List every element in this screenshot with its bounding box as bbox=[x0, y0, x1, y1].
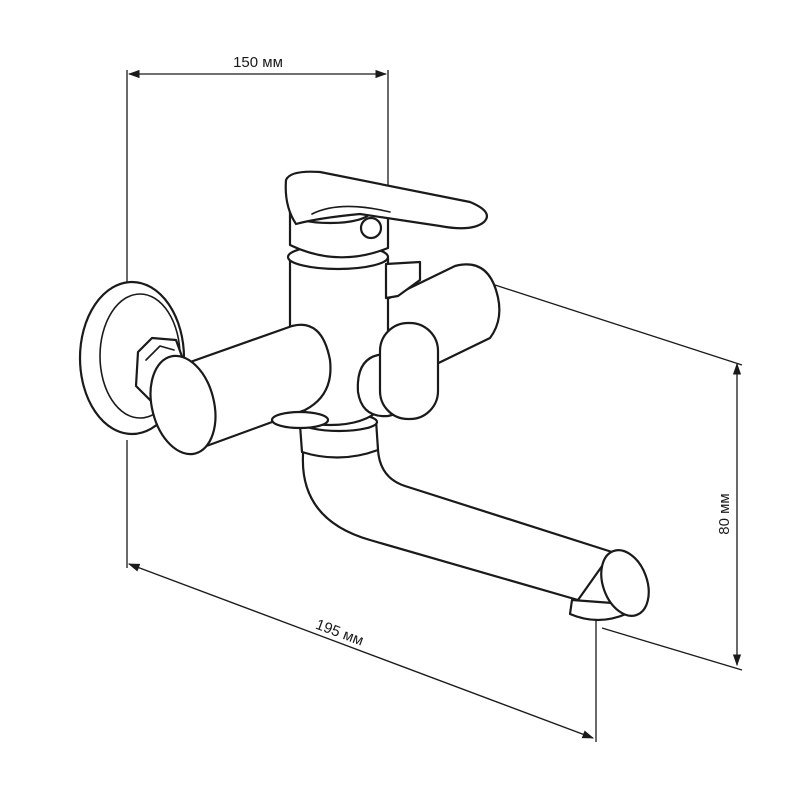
lever-handle bbox=[284, 170, 488, 230]
dimension-label-80: 80 мм bbox=[716, 493, 733, 534]
lever-handle-ridge bbox=[311, 205, 391, 215]
dimension-width-150: 150 мм bbox=[126, 54, 389, 290]
dimension-label-150: 150 мм bbox=[233, 54, 283, 71]
lever-cap bbox=[359, 216, 383, 240]
dimension-label-195: 195 мм bbox=[313, 616, 366, 649]
extension-line-spout-bottom bbox=[601, 627, 743, 671]
hex-nut-facet bbox=[145, 345, 175, 361]
dimension-arrow-bottom bbox=[127, 563, 595, 739]
dimension-height-80: 80 мм bbox=[491, 283, 743, 671]
faucet-illustration bbox=[78, 170, 650, 622]
inlet-arm-underside bbox=[270, 410, 330, 430]
extension-line-outlet-top bbox=[491, 283, 743, 366]
diverter-knob bbox=[378, 321, 440, 421]
diverter-notch bbox=[384, 260, 422, 300]
inlet-end-cap bbox=[149, 354, 217, 456]
spout-end-cap bbox=[600, 549, 650, 617]
